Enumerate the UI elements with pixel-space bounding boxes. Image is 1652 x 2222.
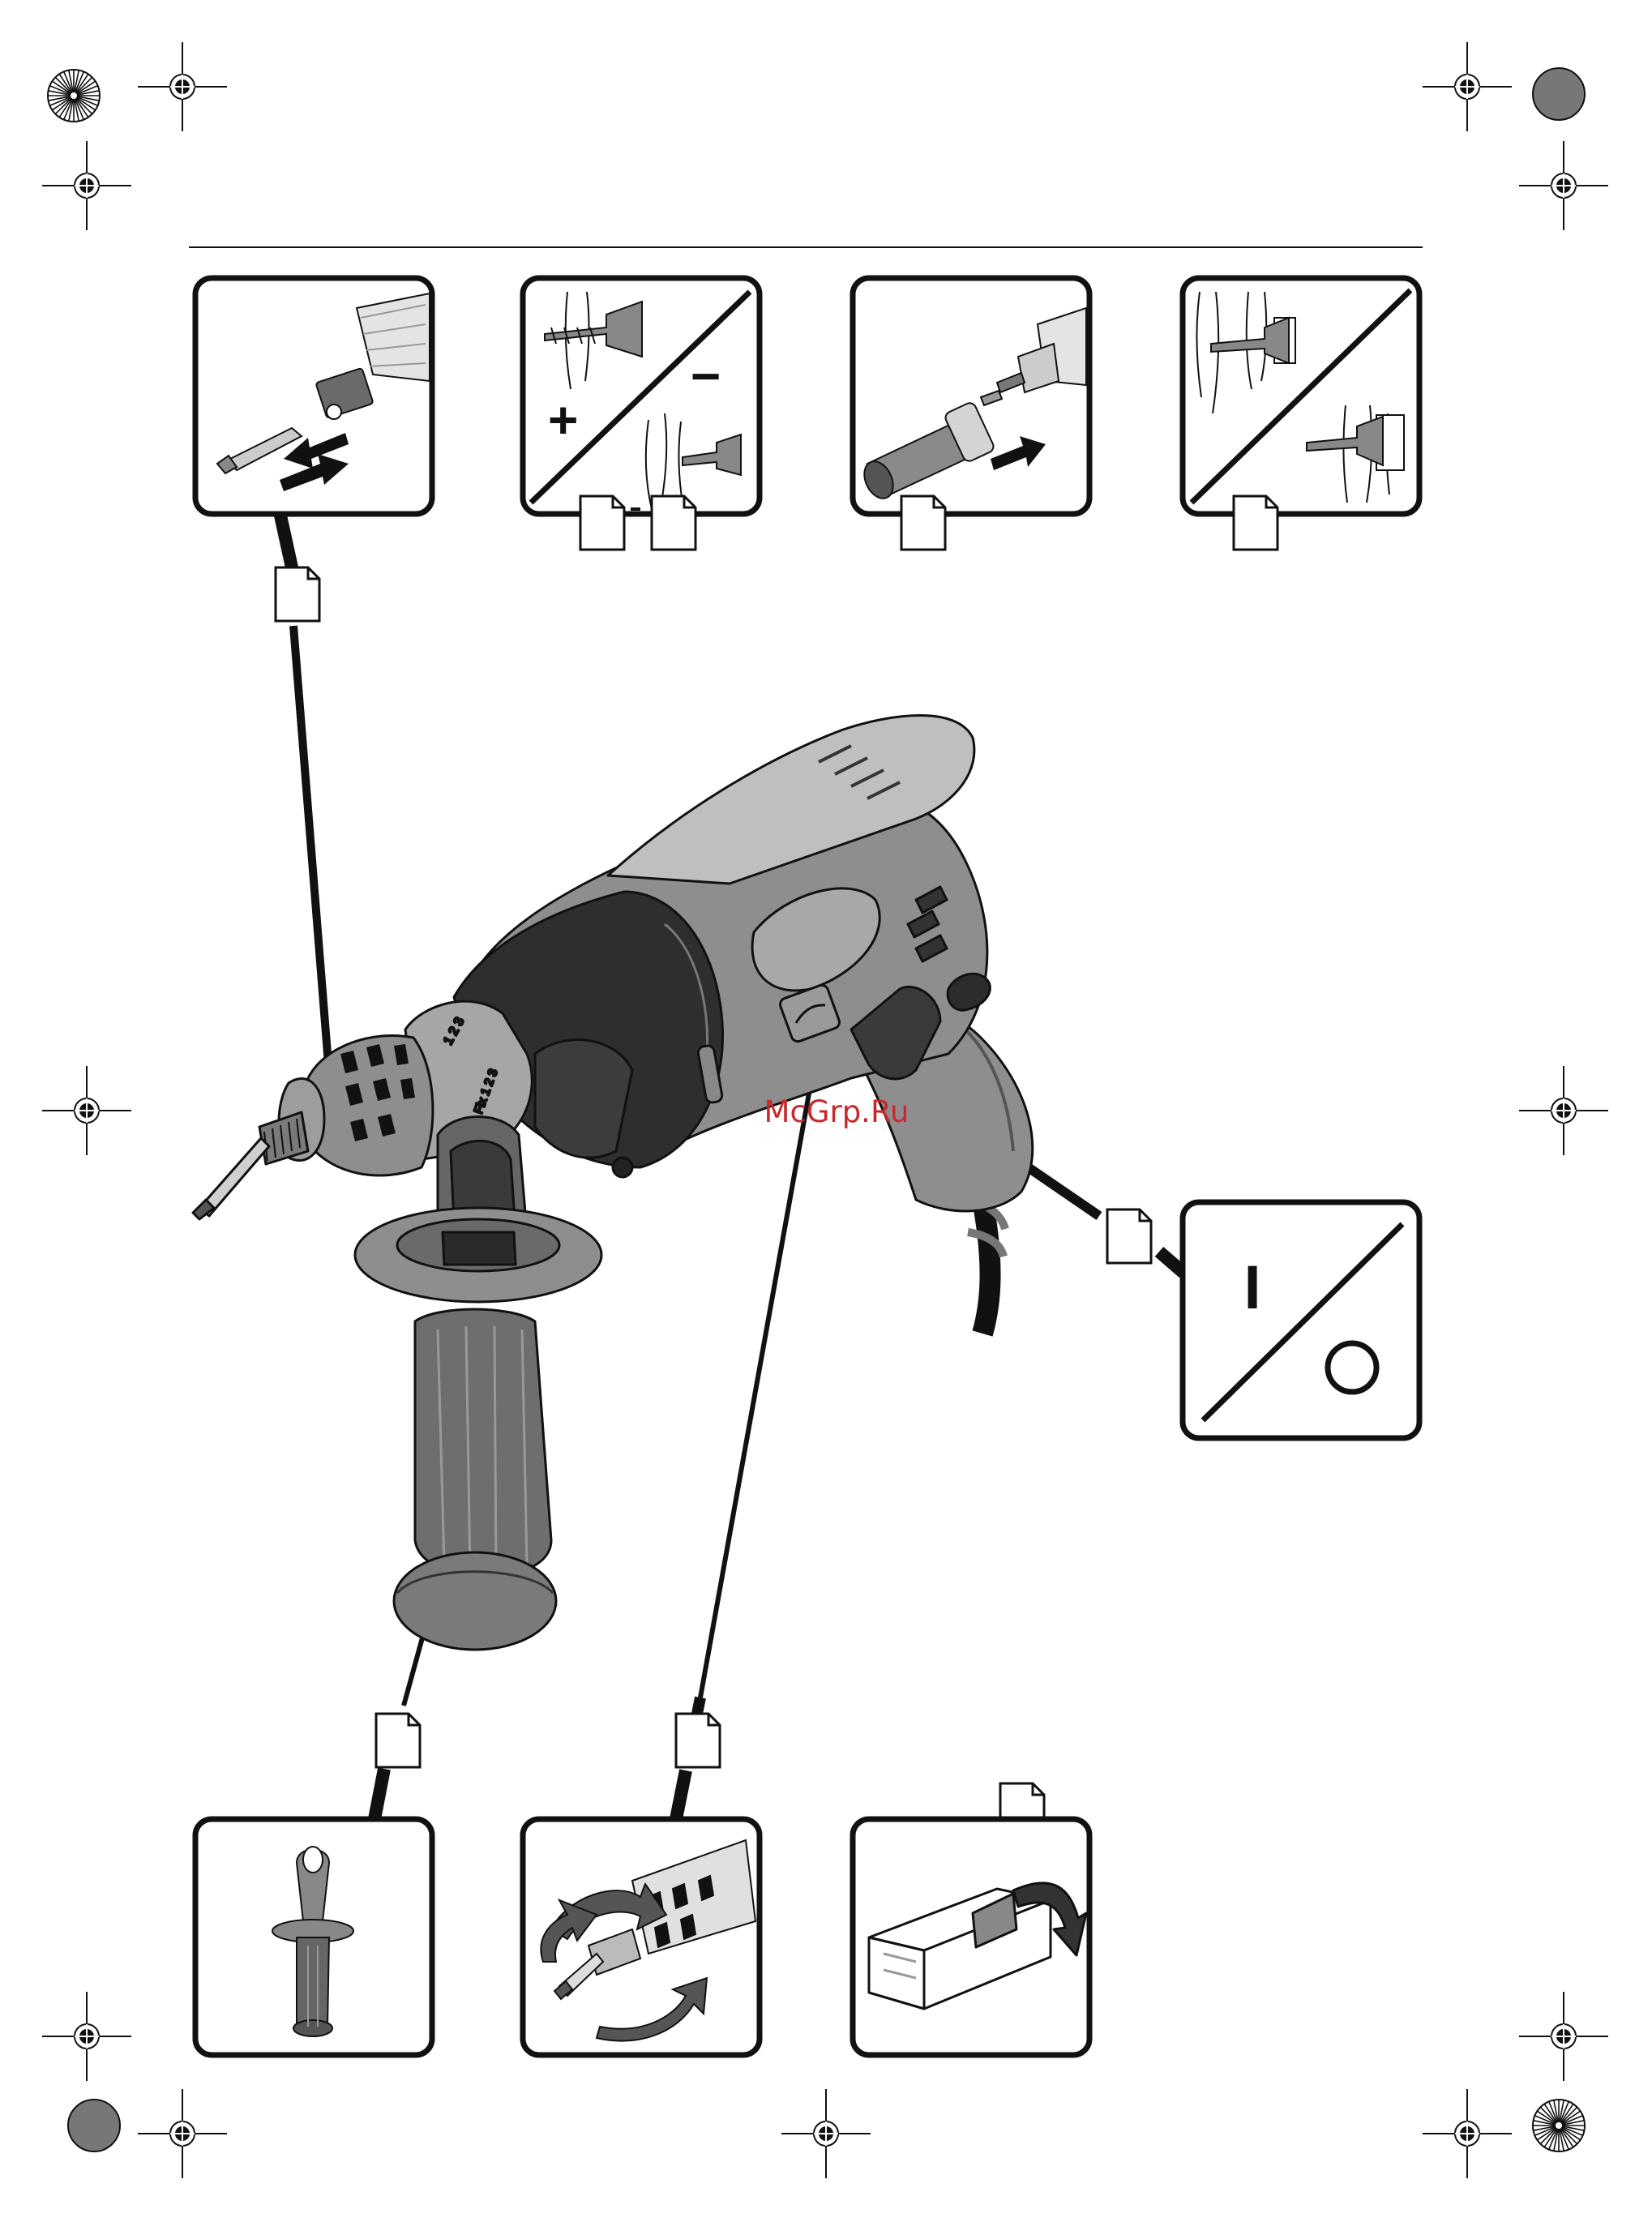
watermark: McGrp.Ru <box>764 1094 909 1129</box>
aux-handle-grip <box>415 1309 551 1577</box>
plus-symbol: + <box>548 391 578 449</box>
panel-on-off-switch: I <box>1183 1202 1419 1438</box>
panel-auxiliary-handle <box>195 1819 432 2055</box>
minus-symbol: − <box>691 347 721 405</box>
panel-rotation-direction <box>523 1819 760 2055</box>
panel-carrying-case <box>853 1819 1089 2055</box>
on-symbol: I <box>1243 1253 1260 1322</box>
panel-bit-change <box>195 278 432 514</box>
aux-handle-end-cap <box>394 1552 556 1650</box>
panel-depth-stop: + − <box>523 278 760 514</box>
drill-illustration: 1 2 3 Fix 1 2 3 <box>193 716 1033 1650</box>
panel-screw-depth-setting <box>1183 278 1419 514</box>
panel-socket-adapter <box>853 278 1089 514</box>
